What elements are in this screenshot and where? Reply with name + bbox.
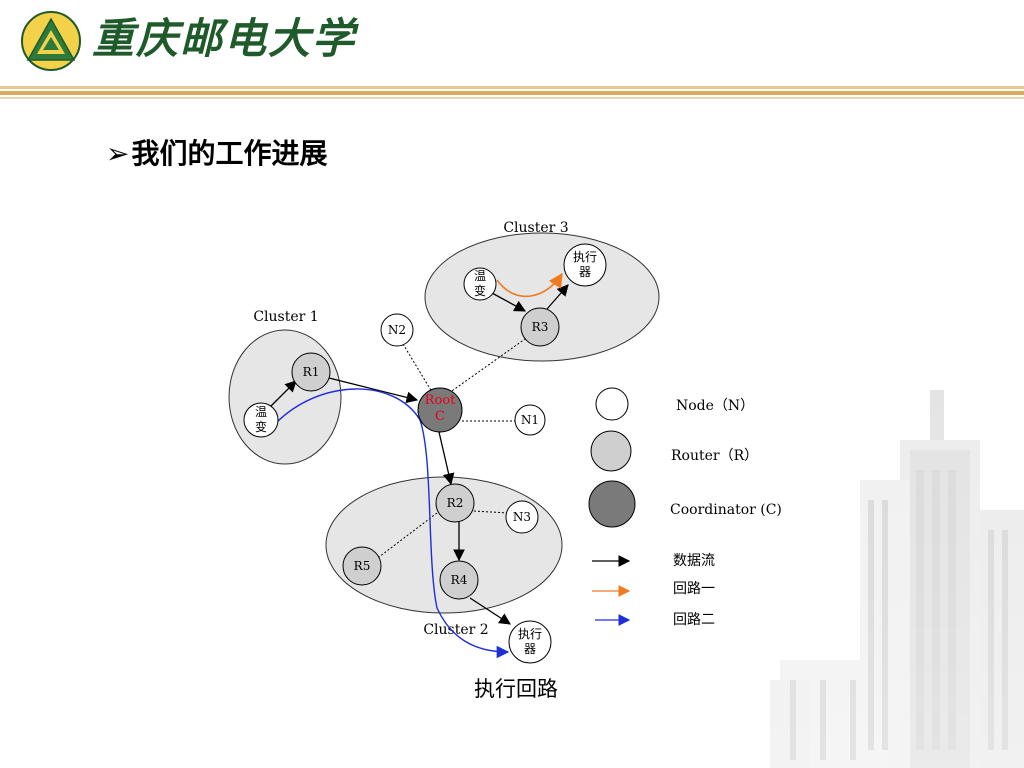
router-r2: R2 bbox=[435, 483, 475, 523]
r4-label: R4 bbox=[451, 573, 468, 587]
coordinator-root: Root C bbox=[417, 387, 463, 433]
header-rule-bottom bbox=[0, 97, 1024, 99]
university-name: 重庆邮电大学 bbox=[92, 14, 357, 63]
node-n1: N1 bbox=[514, 404, 546, 436]
flow-r1-root bbox=[328, 377, 419, 404]
flow-sensor1-r1 bbox=[269, 380, 297, 408]
header-rule-mid bbox=[0, 91, 1024, 95]
actuator2-label-line2: 器 bbox=[524, 642, 536, 656]
university-logo-icon bbox=[21, 11, 81, 71]
flow-root-r2 bbox=[438, 431, 455, 486]
legend-router-label: Router（R） bbox=[671, 448, 758, 464]
n3-label: N3 bbox=[513, 510, 531, 524]
flow-r3-actuator3 bbox=[546, 284, 569, 310]
cluster-1-label: Cluster 1 bbox=[253, 309, 318, 325]
legend-data-flow-label: 数据流 bbox=[673, 553, 715, 569]
cluster-1-region bbox=[228, 329, 342, 465]
r3-label: R3 bbox=[532, 320, 549, 334]
n1-label: N1 bbox=[521, 413, 539, 427]
cluster-3-label: Cluster 3 bbox=[503, 220, 568, 236]
campus-building-image bbox=[770, 380, 1024, 768]
bullet-arrow-icon: ➢ bbox=[106, 137, 130, 170]
actuator3-label-line2: 器 bbox=[579, 265, 591, 279]
r2-label: R2 bbox=[447, 496, 464, 510]
legend-node-label: Node（N） bbox=[676, 398, 754, 414]
flow-r4-actuator2 bbox=[469, 597, 511, 625]
flow-sensor3-r3 bbox=[491, 292, 527, 312]
legend-coordinator-label: Coordinator (C) bbox=[670, 502, 782, 518]
legend: Node（N） Router（R） Coordinator (C) 数据流 回路… bbox=[588, 387, 782, 628]
heading-text: 我们的工作进展 bbox=[131, 137, 328, 170]
node-n2: N2 bbox=[380, 313, 414, 347]
loop-1-path bbox=[496, 272, 563, 297]
router-r1: R1 bbox=[291, 352, 331, 392]
link-root-r3 bbox=[448, 338, 526, 394]
link-n2-root bbox=[402, 343, 433, 393]
legend-coordinator-symbol bbox=[588, 480, 636, 528]
sensor3-label-line1: 温 bbox=[474, 269, 486, 283]
r5-label: R5 bbox=[354, 559, 371, 573]
router-r3: R3 bbox=[520, 307, 560, 347]
link-r2-r5 bbox=[378, 512, 438, 558]
actuator2-label-line1: 执行 bbox=[518, 627, 542, 641]
diagram-caption: 执行回路 bbox=[474, 677, 558, 701]
header-rule-top bbox=[0, 86, 1024, 89]
legend-loop1-label: 回路一 bbox=[673, 581, 715, 597]
sensor-node-cluster3: 温 变 bbox=[463, 267, 497, 301]
legend-router-symbol bbox=[590, 430, 632, 472]
header: 重庆邮电大学 bbox=[0, 0, 1024, 100]
legend-loop2-label: 回路二 bbox=[673, 612, 715, 628]
sensor3-label-line2: 变 bbox=[474, 283, 486, 298]
router-r5: R5 bbox=[342, 546, 382, 586]
n2-label: N2 bbox=[388, 323, 406, 337]
actuator-cluster3: 执行 器 bbox=[563, 243, 607, 287]
router-r4: R4 bbox=[439, 560, 479, 600]
slide-heading: ➢我们的工作进展 bbox=[106, 136, 327, 172]
root-label-line1: Root bbox=[425, 393, 456, 408]
sensor1-label-line1: 温 bbox=[255, 405, 267, 419]
cluster-2-label: Cluster 2 bbox=[423, 622, 488, 638]
legend-node-symbol bbox=[595, 387, 629, 421]
actuator-cluster2: 执行 器 bbox=[508, 620, 552, 664]
sensor1-label-line2: 变 bbox=[255, 419, 267, 434]
root-label-line2: C bbox=[435, 409, 445, 424]
link-r2-n3 bbox=[473, 510, 509, 514]
sensor-node-cluster1: 温 变 bbox=[243, 402, 279, 438]
actuator3-label-line1: 执行 bbox=[573, 250, 597, 264]
loop-2-path bbox=[274, 388, 510, 659]
r1-label: R1 bbox=[303, 365, 320, 379]
node-n3: N3 bbox=[505, 500, 539, 534]
